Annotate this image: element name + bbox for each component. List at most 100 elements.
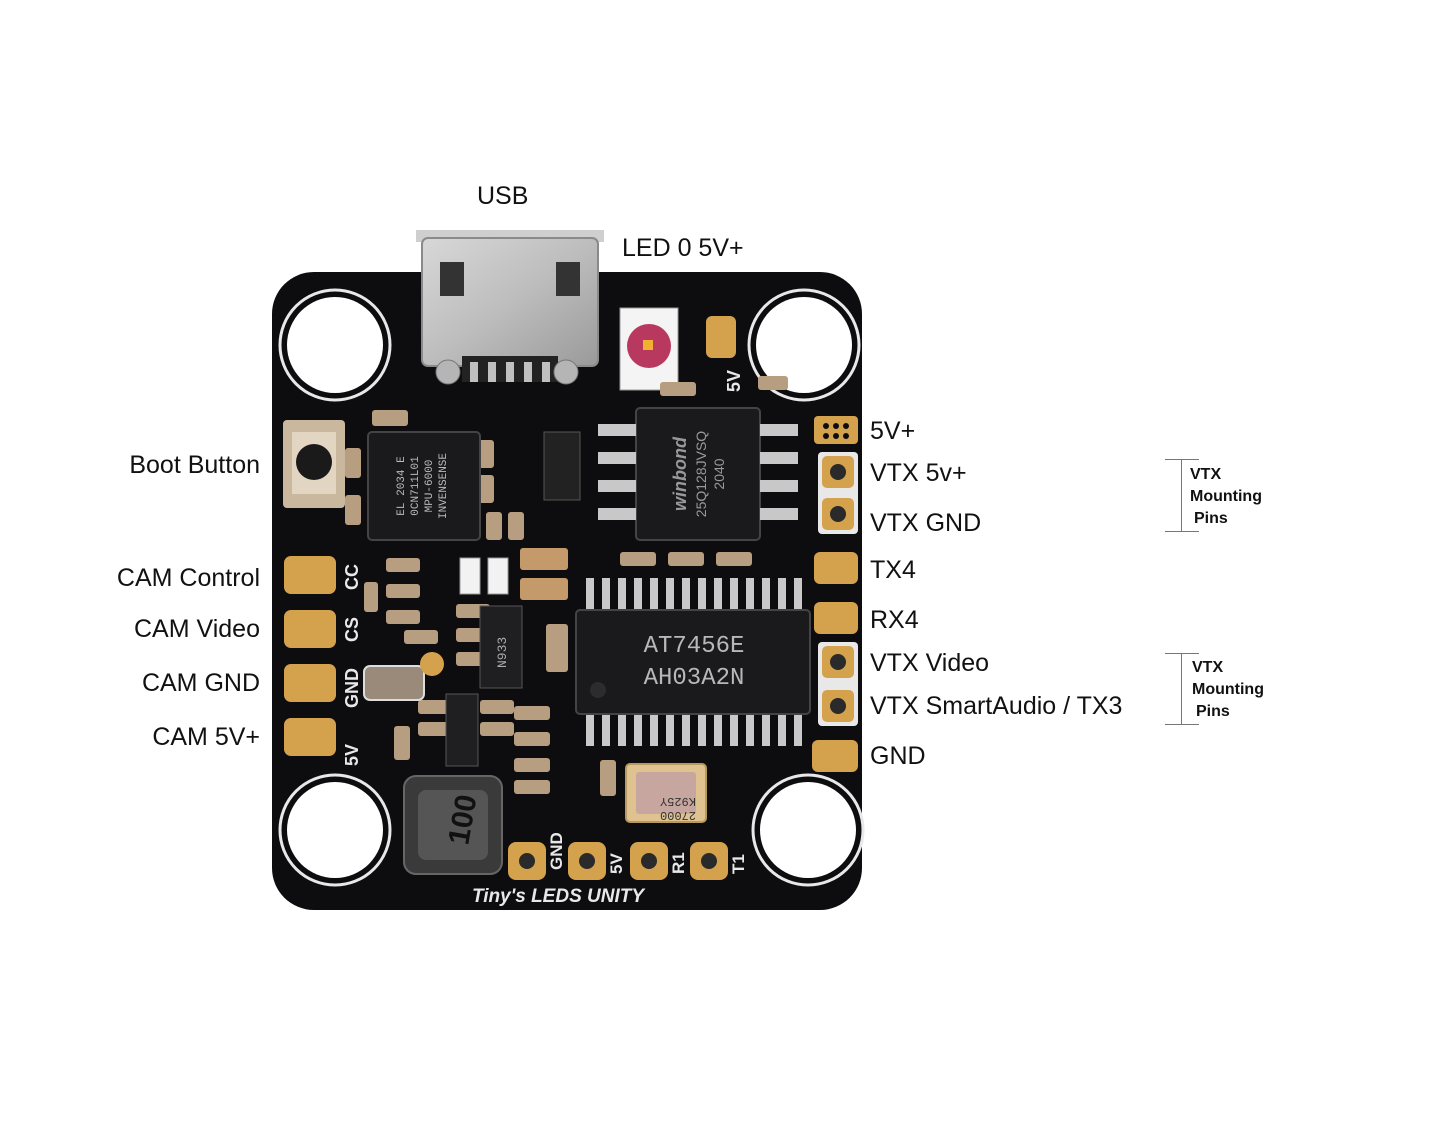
osd-pin [730, 578, 738, 610]
imu-text-4: INVENSENSE [438, 453, 450, 519]
bracket-lower [1165, 653, 1199, 725]
osd-pin [746, 578, 754, 610]
osd-chip: AT7456E AH03A2N [575, 578, 811, 746]
regulator: N933 [479, 605, 523, 689]
group-lower-label: VTX Mounting Pins [1192, 657, 1264, 723]
osd-pin [586, 578, 594, 610]
imu-text-1: EL 2034 E [396, 456, 408, 516]
status-leds [459, 557, 509, 595]
pad-cam-5v [284, 718, 336, 756]
silk-bottom-gnd: GND [547, 832, 566, 870]
regulator-text: N933 [495, 637, 510, 668]
osd-pin [762, 714, 770, 746]
label-led: LED 0 5V+ [622, 234, 744, 262]
label-tx4: TX4 [870, 556, 916, 584]
crystal: 27000 K925Y [625, 763, 707, 823]
imu-chip: EL 2034 E 0CN711L01 MPU-6000 INVENSENSE [367, 431, 481, 541]
osd-pin [666, 714, 674, 746]
osd-pin [714, 714, 722, 746]
osd-pin [650, 714, 658, 746]
label-gnd: GND [870, 742, 926, 770]
imu-text-3: MPU-6000 [424, 460, 436, 513]
group-lower-line2: Mounting [1192, 681, 1264, 698]
silk-cs: CS [342, 617, 362, 642]
osd-pin [602, 714, 610, 746]
inductor: 100 [403, 775, 503, 875]
board-name: Tiny's LEDS UNITY [472, 886, 646, 907]
osd-pin [698, 714, 706, 746]
led-power-pad [706, 316, 736, 358]
osd-pin [650, 578, 658, 610]
label-cam-gnd: CAM GND [141, 669, 260, 697]
group-upper-label: VTX Mounting Pins [1190, 464, 1262, 530]
osd-pin [762, 578, 770, 610]
silk-gnd: GND [342, 668, 362, 708]
label-rx4: RX4 [870, 606, 919, 634]
osd-pin [634, 714, 642, 746]
flash-text-3: 2040 [711, 458, 727, 489]
label-cam-5v: CAM 5V+ [152, 723, 260, 751]
crystal-text-1: 27000 [660, 808, 696, 822]
label-boot-button: Boot Button [129, 451, 260, 479]
pad-cam-video [284, 610, 336, 648]
diode [543, 431, 581, 501]
pad-5v [814, 416, 858, 444]
label-vtx-5v: VTX 5v+ [870, 459, 967, 487]
osd-pin [778, 578, 786, 610]
pad-cam-gnd [284, 664, 336, 702]
osd-pin [682, 714, 690, 746]
silk-bottom-5v: 5V [607, 853, 626, 874]
label-vtx-video: VTX Video [870, 649, 990, 677]
osd-pin [586, 714, 594, 746]
osd-pin [618, 578, 626, 610]
rgb-led [619, 307, 679, 391]
bottom-pads [508, 842, 728, 880]
boot-button-part[interactable] [283, 420, 345, 508]
right-pads [812, 416, 858, 772]
pad-tx4 [814, 552, 858, 584]
small-ic [445, 693, 479, 767]
osd-text-1: AT7456E [644, 633, 745, 660]
flash-chip: winbond 25Q128JVSQ 2040 [598, 407, 798, 541]
bracket-upper [1165, 459, 1199, 532]
osd-pin [618, 714, 626, 746]
group-upper-line3: Pins [1194, 510, 1228, 527]
pad-rx4 [814, 602, 858, 634]
osd-pin [794, 714, 802, 746]
osd-pin [778, 714, 786, 746]
pad-cam-control [284, 556, 336, 594]
osd-text-2: AH03A2N [644, 665, 745, 692]
pad-gnd [812, 740, 858, 772]
osd-pin [634, 578, 642, 610]
label-5v: 5V+ [870, 417, 916, 445]
osd-pin [666, 578, 674, 610]
group-lower-line1: VTX [1192, 659, 1224, 676]
silk-bottom-r1: R1 [669, 852, 688, 874]
label-usb: USB [477, 182, 529, 210]
flash-text-2: 25Q128JVSQ [693, 431, 709, 517]
imu-text-2: 0CN711L01 [410, 456, 422, 516]
silk-cc: CC [342, 564, 362, 590]
osd-pin [730, 714, 738, 746]
label-cam-control: CAM Control [116, 564, 260, 592]
silk-led-5v: 5V [724, 370, 744, 392]
silk-5v-left: 5V [342, 744, 362, 766]
group-lower-line3: Pins [1196, 703, 1230, 720]
osd-pin [746, 714, 754, 746]
osd-pin [698, 578, 706, 610]
label-cam-video: CAM Video [134, 615, 260, 643]
mounting-holes [278, 288, 865, 887]
camera-pads [284, 556, 336, 756]
osd-pin [794, 578, 802, 610]
osd-pin [682, 578, 690, 610]
crystal-text-2: K925Y [660, 794, 696, 808]
group-upper-line2: Mounting [1190, 488, 1262, 505]
osd-pin [602, 578, 610, 610]
usb-connector [416, 230, 604, 385]
capacitors [363, 548, 568, 701]
osd-pin [714, 578, 722, 610]
group-upper-line1: VTX [1190, 466, 1222, 483]
flash-text-1: winbond [670, 436, 690, 511]
label-vtx-smartaudio: VTX SmartAudio / TX3 [870, 692, 1123, 720]
